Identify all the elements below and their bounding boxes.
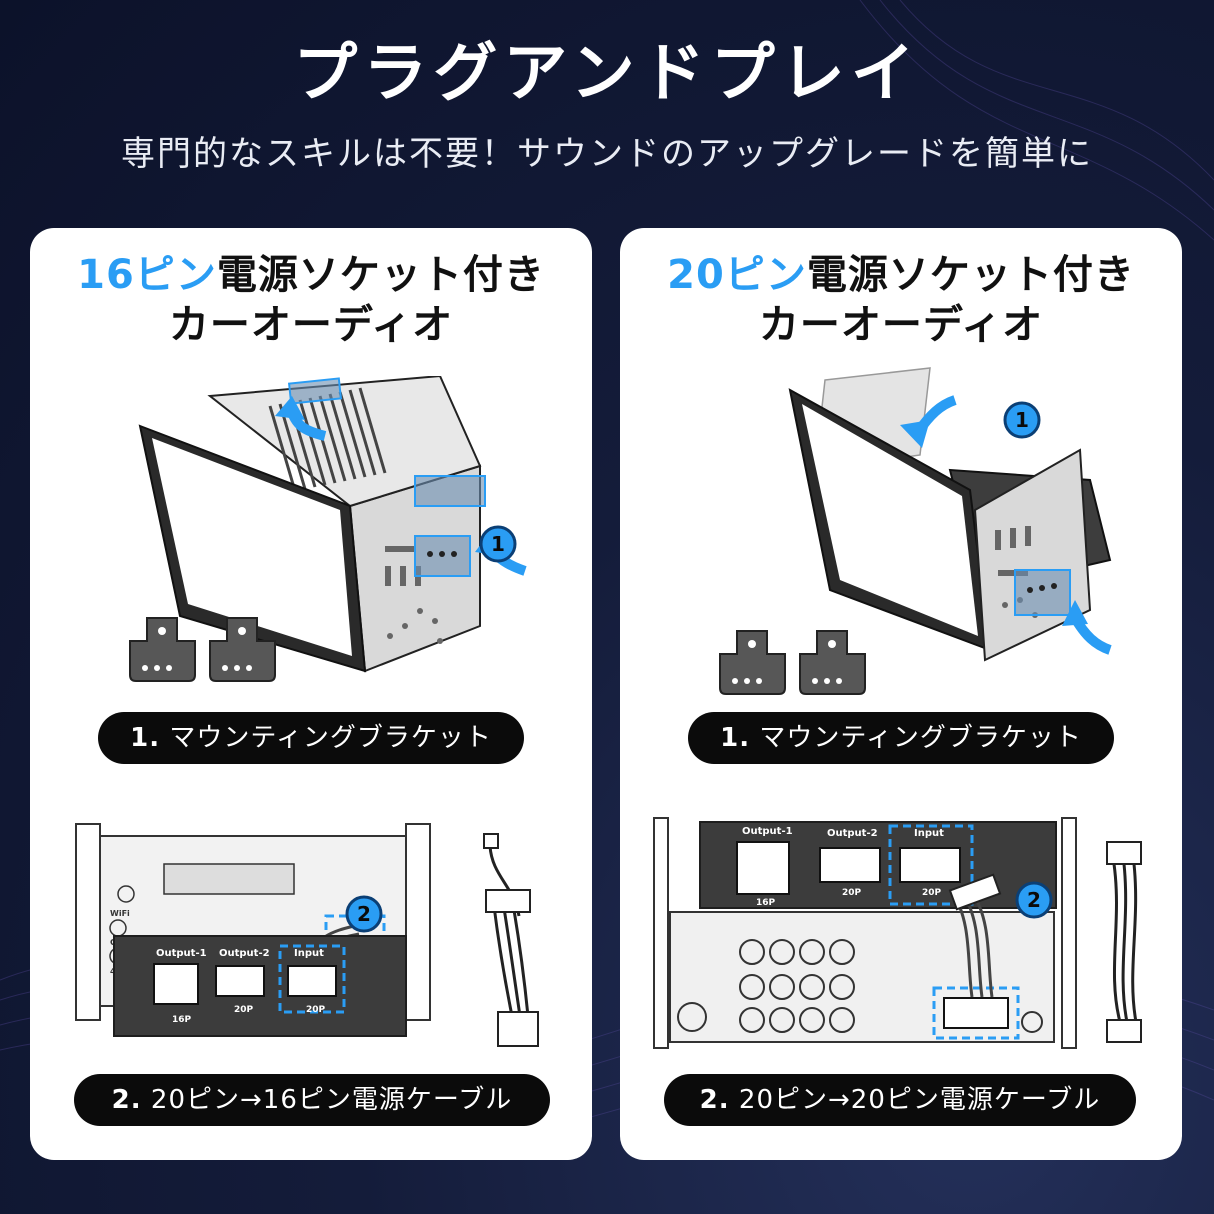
svg-text:Input: Input (914, 828, 944, 839)
svg-text:WiFi: WiFi (110, 909, 130, 918)
svg-text:Output-2: Output-2 (827, 828, 878, 839)
card-20pin: 20ピン電源ソケット付き カーオーディオ 1 (620, 228, 1182, 1160)
step-badge-2: 2 (1027, 888, 1041, 912)
head-unit-illustration (138, 376, 527, 673)
step1-label-pill: 1. マウンティングブラケット (98, 712, 524, 764)
step2-label: 20ピン→16ピン電源ケーブル (150, 1085, 513, 1115)
card-title-rest: 電源ソケット付き (806, 252, 1135, 298)
card-title-rest: 電源ソケット付き (216, 252, 545, 298)
svg-text:20P: 20P (234, 1005, 254, 1015)
page-title: プラグアンドプレイ (293, 37, 921, 111)
card-16pin: 16ピン電源ソケット付き カーオーディオ (30, 228, 592, 1160)
svg-text:Output-2: Output-2 (219, 948, 270, 959)
card-title-highlight: 20ピン (667, 252, 807, 298)
wiring-illustration: WiFi GPS 4G Output-1 Output-2 Input 16P … (75, 823, 539, 1047)
step2-number: 2. (111, 1085, 142, 1115)
page-subtitle: 専門的なスキルは不要！サウンドのアップグレードを簡単に (121, 134, 1093, 174)
wiring-illustration: Output-1 Output-2 Input 16P 20P 20P 2 (653, 817, 1142, 1049)
step1-label-pill: 1. マウンティングブラケット (688, 712, 1114, 764)
svg-text:Input: Input (294, 948, 324, 959)
step1-number: 1. (720, 723, 751, 753)
step1-label: マウンティングブラケット (169, 723, 492, 753)
step2-label-pill: 2. 20ピン→20ピン電源ケーブル (664, 1074, 1136, 1126)
step-badge-1: 1 (479, 525, 517, 563)
mounting-brackets-icon (129, 617, 276, 682)
card-title-line2: カーオーディオ (168, 302, 454, 348)
step1-label: マウンティングブラケット (759, 723, 1082, 753)
svg-text:16P: 16P (756, 898, 776, 908)
card-title: 20ピン電源ソケット付き カーオーディオ (620, 250, 1182, 350)
step-badge-2: 2 (357, 902, 371, 926)
svg-text:20P: 20P (306, 1005, 326, 1015)
step-badge-1: 1 (1003, 401, 1041, 439)
card-title-highlight: 16ピン (77, 252, 217, 298)
svg-text:20P: 20P (842, 888, 862, 898)
step1-number: 1. (130, 723, 161, 753)
step2-label-pill: 2. 20ピン→16ピン電源ケーブル (74, 1074, 550, 1126)
svg-text:Output-1: Output-1 (742, 826, 793, 837)
card-title: 16ピン電源ソケット付き カーオーディオ (30, 250, 592, 350)
mounting-brackets-icon (719, 630, 866, 695)
svg-text:20P: 20P (922, 888, 942, 898)
svg-text:Output-1: Output-1 (156, 948, 207, 959)
svg-text:1: 1 (1015, 408, 1029, 432)
step2-number: 2. (699, 1085, 730, 1115)
head-unit-illustration (788, 367, 1112, 662)
card-title-line2: カーオーディオ (758, 302, 1044, 348)
svg-text:1: 1 (491, 532, 505, 556)
step2-label: 20ピン→20ピン電源ケーブル (738, 1085, 1101, 1115)
svg-text:16P: 16P (172, 1015, 192, 1025)
